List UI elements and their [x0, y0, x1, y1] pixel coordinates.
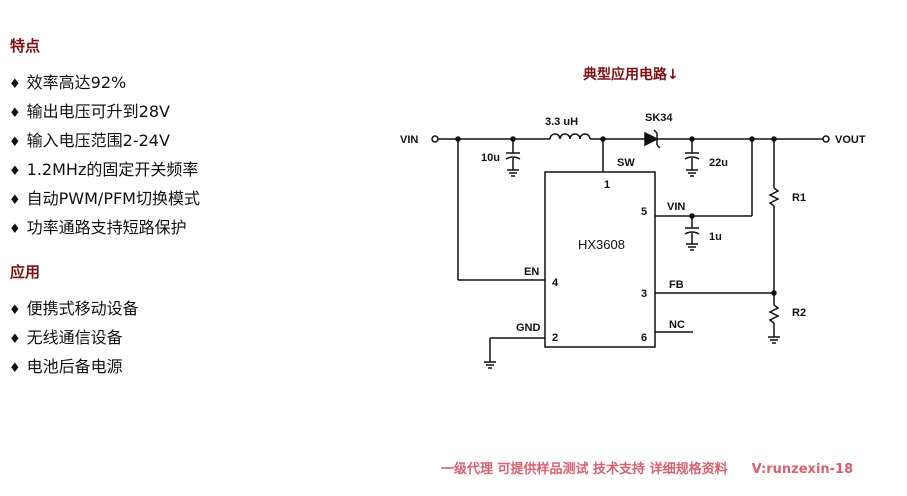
features-heading: 特点 [10, 37, 41, 55]
list-item: ♦功率通路支持短路保护 [9, 218, 187, 237]
cap-in-label: 10u [481, 152, 500, 164]
footer-contact: V:runzexin-18 [751, 462, 854, 477]
footer-note: 一级代理 可提供样品测试 技术支持 详细规格资料 V:runzexin-18 [441, 458, 853, 477]
diamond-bullet-icon: ♦ [9, 332, 21, 347]
diode [644, 131, 659, 147]
diamond-bullet-icon: ♦ [9, 164, 21, 179]
list-item: ♦输入电压范围2-24V [9, 131, 170, 150]
features-list: ♦效率高达92% ♦输出电压可升到28V ♦输入电压范围2-24V ♦1.2MH… [9, 68, 200, 242]
pin4-number: 4 [552, 277, 559, 289]
schematic-title: 典型应用电路↓ [583, 67, 679, 83]
r1-label: R1 [792, 192, 806, 204]
diamond-bullet-icon: ♦ [9, 135, 21, 150]
list-item: ♦自动PWM/PFM切换模式 [9, 189, 200, 208]
diode-label: SK34 [645, 112, 673, 124]
vout-label: VOUT [835, 134, 866, 146]
pin1-name: SW [617, 157, 635, 169]
list-item: ♦效率高达92% [9, 73, 127, 92]
pin6-name: NC [669, 319, 685, 331]
applications-heading: 应用 [10, 263, 41, 281]
vout-terminal [822, 135, 830, 143]
applications-list: ♦便携式移动设备 ♦无线通信设备 ♦电池后备电源 [9, 294, 139, 381]
diamond-bullet-icon: ♦ [9, 361, 21, 376]
r2-label: R2 [792, 307, 806, 319]
diamond-bullet-icon: ♦ [9, 106, 21, 121]
chip-label: HX3608 [578, 237, 625, 252]
pin4-name: EN [524, 266, 539, 278]
cap-vin-label: 1u [709, 231, 722, 243]
footer-text: 一级代理 可提供样品测试 技术支持 详细规格资料 [441, 462, 728, 477]
resistor-r1 [768, 139, 780, 293]
pin3-number: 3 [641, 288, 647, 300]
circuit-schematic: VIN VOUT 3.3 uH SK34 10u 22u 1u R1 R2 HX… [400, 112, 866, 369]
hx3608-chip [544, 171, 656, 348]
vin-label: VIN [400, 134, 418, 146]
diamond-bullet-icon: ♦ [9, 222, 21, 237]
pin5-name: VIN [667, 201, 685, 213]
inductor-label: 3.3 uH [545, 116, 578, 128]
diamond-bullet-icon: ♦ [9, 303, 21, 318]
pin3-name: FB [669, 279, 684, 291]
output-capacitor [684, 139, 700, 177]
vin-terminal [431, 135, 439, 143]
pin5-number: 5 [641, 206, 647, 218]
list-item: ♦电池后备电源 [9, 357, 123, 376]
input-capacitor [505, 139, 521, 177]
resistor-r2 [768, 293, 780, 344]
pin2-name: GND [516, 322, 541, 334]
list-item: ♦便携式移动设备 [9, 299, 139, 318]
inductor [549, 133, 591, 140]
list-item: ♦无线通信设备 [9, 328, 123, 347]
list-item: ♦输出电压可升到28V [9, 102, 170, 121]
pin1-number: 1 [604, 179, 610, 191]
list-item: ♦1.2MHz的固定开关频率 [9, 160, 199, 179]
diamond-bullet-icon: ♦ [9, 193, 21, 208]
vin-capacitor [684, 216, 700, 251]
pin6-number: 6 [641, 332, 647, 344]
diamond-bullet-icon: ♦ [9, 77, 21, 92]
pin2-number: 2 [552, 332, 558, 344]
cap-out-label: 22u [709, 157, 728, 169]
